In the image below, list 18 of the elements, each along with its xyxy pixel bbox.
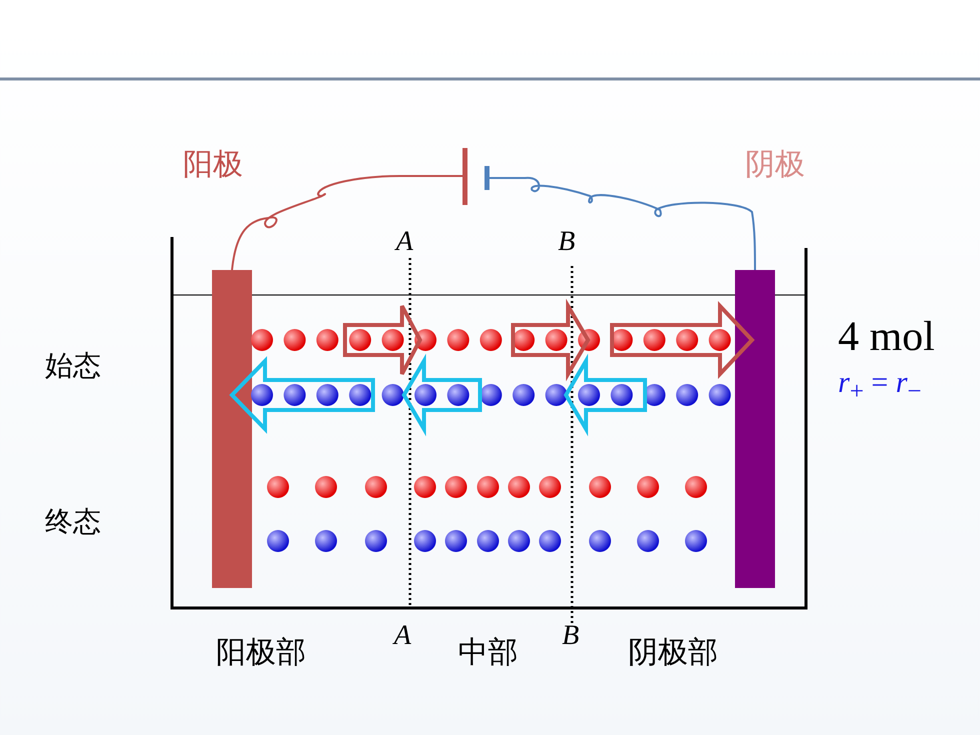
cathode-electrode — [735, 270, 775, 588]
label-text: 始态 — [45, 352, 101, 380]
wire — [231, 175, 462, 270]
label-text: 阳极部 — [216, 638, 306, 668]
label-text: 终态 — [45, 508, 101, 536]
battery-symbol — [462, 148, 490, 205]
label-text: 阴极 — [745, 150, 805, 180]
label-text: B — [558, 228, 576, 256]
label-text: 4 mol — [838, 316, 935, 358]
label-text: r$_{+}$ = r$_{−}$ — [838, 368, 922, 404]
label-text: 中部 — [458, 638, 518, 668]
label-text: A — [396, 228, 414, 256]
label-text: 阳极 — [183, 150, 243, 180]
label-text: A — [394, 622, 412, 650]
anode-electrode — [212, 270, 252, 588]
label-text: 阴极部 — [628, 638, 718, 668]
label-text: B — [562, 622, 580, 650]
wire — [490, 176, 756, 270]
